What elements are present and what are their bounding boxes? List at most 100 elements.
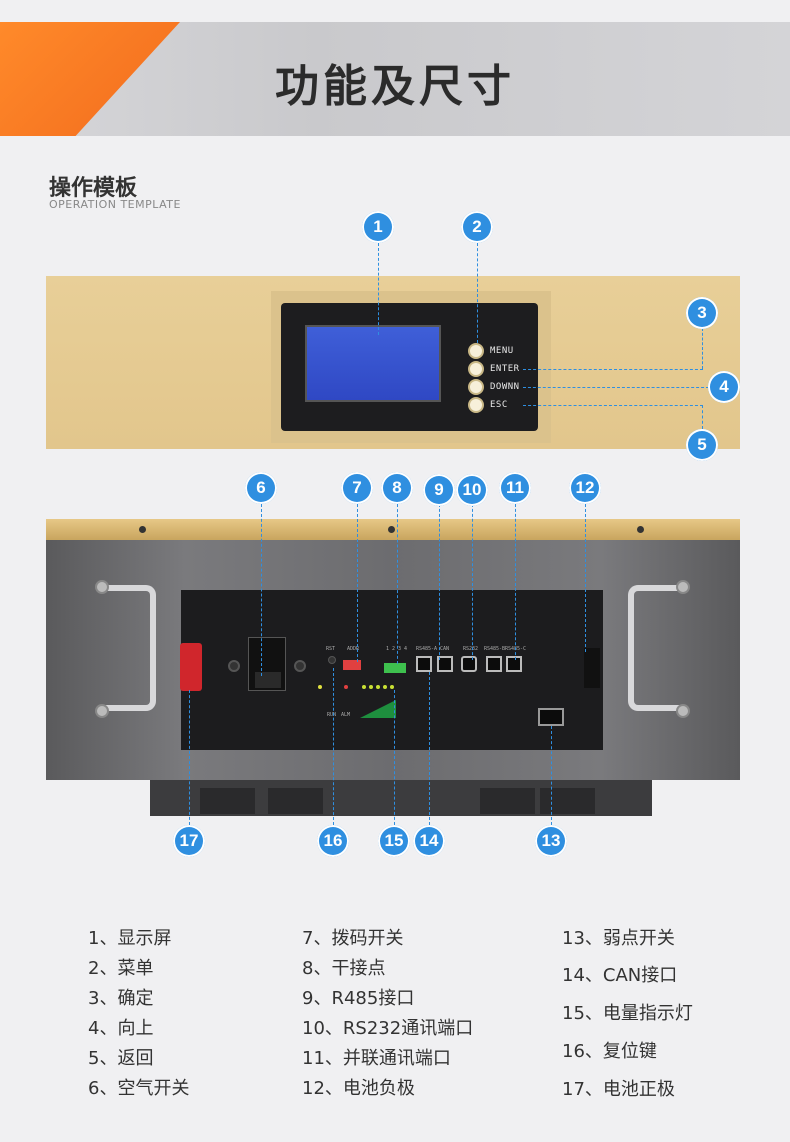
parallel-port-b[interactable] <box>486 656 502 672</box>
callout-line-10 <box>472 504 473 660</box>
callout-5: 5 <box>686 429 718 461</box>
handle-bolt <box>95 580 109 594</box>
callout-line-6 <box>261 504 262 676</box>
callout-line-9 <box>439 504 440 660</box>
screw <box>139 526 146 533</box>
dry-contact-terminal[interactable] <box>384 663 406 673</box>
dip-switch[interactable] <box>343 660 361 670</box>
battery-foot <box>200 788 255 814</box>
legend-item: 15、电量指示灯 <box>562 1003 693 1024</box>
legend-item: 7、拨码开关 <box>302 928 404 949</box>
legend-item: 4、向上 <box>88 1018 154 1039</box>
callout-15: 15 <box>378 825 410 857</box>
page-title: 功能及尺寸 <box>275 61 515 112</box>
esc-key[interactable] <box>468 397 484 413</box>
screw <box>388 526 395 533</box>
down-key-label: DOWNN <box>490 382 520 392</box>
run-led <box>318 685 322 689</box>
callout-line-3-v <box>702 328 703 369</box>
callout-4: 4 <box>708 371 740 403</box>
callout-line-16 <box>333 668 334 825</box>
callout-line-14 <box>429 672 430 825</box>
callout-line-1 <box>378 243 379 335</box>
rs485b-label: RS485-B <box>484 646 506 652</box>
legend-item: 5、返回 <box>88 1048 154 1069</box>
callout-3: 3 <box>686 297 718 329</box>
callout-11: 11 <box>499 472 531 504</box>
air-switch-lever[interactable] <box>255 672 281 688</box>
legend-item: 10、RS232通讯端口 <box>302 1018 474 1039</box>
reset-button[interactable] <box>328 656 336 664</box>
callout-6: 6 <box>245 472 277 504</box>
screw <box>637 526 644 533</box>
legend-item: 3、确定 <box>88 988 154 1009</box>
rs232-port[interactable] <box>461 656 477 672</box>
parallel-port-c[interactable] <box>506 656 522 672</box>
battery-foot <box>540 788 595 814</box>
rs485a-port[interactable] <box>416 656 432 672</box>
callout-14: 14 <box>413 825 445 857</box>
menu-key[interactable] <box>468 343 484 359</box>
legend-item: 12、电池负极 <box>302 1078 415 1099</box>
lcd-display-screen <box>305 325 441 402</box>
can-port[interactable] <box>437 656 453 672</box>
legend-item: 9、R485接口 <box>302 988 415 1009</box>
legend-item: 16、复位键 <box>562 1041 657 1062</box>
rst-label: RST <box>326 646 336 652</box>
can-label: CAN <box>440 646 450 652</box>
battery-foot <box>480 788 535 814</box>
handle-bolt <box>95 704 109 718</box>
legend-item: 2、菜单 <box>88 958 154 979</box>
legend-item: 11、并联通讯端口 <box>302 1048 451 1069</box>
callout-line-5-v <box>702 405 703 429</box>
callout-line-13 <box>551 726 552 825</box>
addr-label: ADDR <box>347 646 360 652</box>
callout-line-5-h <box>523 405 703 406</box>
section-subtitle: OPERATION TEMPLATE <box>49 198 181 211</box>
section-title: 操作模板 <box>49 176 138 201</box>
run-label: RUN <box>327 712 337 718</box>
menu-key-label: MENU <box>490 346 514 356</box>
rs232-label: RS232 <box>463 646 479 652</box>
negative-terminal[interactable] <box>584 648 600 688</box>
mount-knob <box>294 660 306 672</box>
callout-16: 16 <box>317 825 349 857</box>
soc-indicator-graphic <box>360 700 396 718</box>
soc-led <box>376 685 380 689</box>
handle-bolt <box>676 580 690 594</box>
right-handle[interactable] <box>628 585 684 711</box>
legend-item: 1、显示屏 <box>88 928 172 949</box>
battery-foot <box>268 788 323 814</box>
positive-terminal[interactable] <box>180 643 202 691</box>
soc-led <box>369 685 373 689</box>
callout-line-2 <box>477 243 478 343</box>
callout-12: 12 <box>569 472 601 504</box>
callout-10: 10 <box>456 474 488 506</box>
callout-line-15 <box>394 690 395 825</box>
down-key[interactable] <box>468 379 484 395</box>
handle-bolt <box>676 704 690 718</box>
alm-label: ALM <box>341 712 351 718</box>
callout-13: 13 <box>535 825 567 857</box>
left-handle[interactable] <box>100 585 156 711</box>
enter-key[interactable] <box>468 361 484 377</box>
callout-line-11 <box>515 504 516 660</box>
legend-item: 17、电池正极 <box>562 1079 675 1100</box>
mount-knob <box>228 660 240 672</box>
alarm-led <box>344 685 348 689</box>
enter-key-label: ENTER <box>490 364 520 374</box>
header-banner: 功能及尺寸 <box>0 22 790 136</box>
esc-key-label: ESC <box>490 400 508 410</box>
callout-line-12 <box>585 504 586 652</box>
weak-current-switch[interactable] <box>538 708 564 726</box>
legend-item: 14、CAN接口 <box>562 965 678 986</box>
soc-led <box>383 685 387 689</box>
callout-line-4 <box>523 387 709 388</box>
callout-17: 17 <box>173 825 205 857</box>
callout-8: 8 <box>381 472 413 504</box>
callout-7: 7 <box>341 472 373 504</box>
rs485a-label: RS485-A <box>416 646 438 652</box>
callout-1: 1 <box>362 211 394 243</box>
dry-contact-label: 1 2 3 4 <box>386 646 408 652</box>
